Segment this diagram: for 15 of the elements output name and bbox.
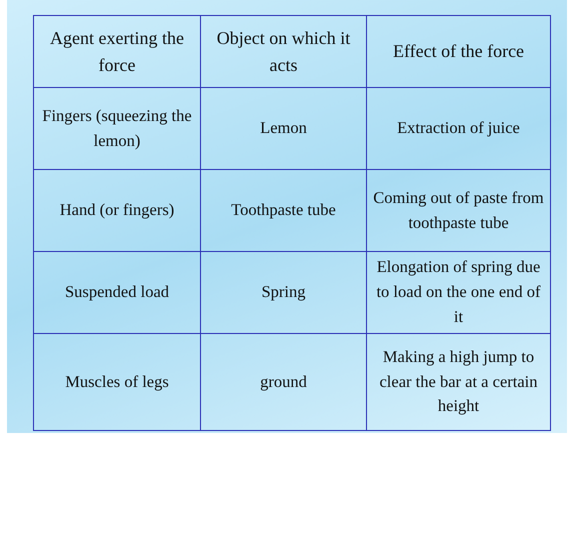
table-text: Lemon bbox=[260, 117, 307, 140]
column-header: Agent exerting the force bbox=[49, 26, 185, 76]
table-text: Making a high jump to clear the bar at a certain height bbox=[378, 346, 538, 418]
table-text: Muscles of legs bbox=[65, 370, 169, 393]
table-text: Fingers (squeezing the lemon) bbox=[41, 104, 193, 152]
column-header: Effect of the force bbox=[392, 40, 524, 63]
table-text: Coming out of paste from toothpaste tube bbox=[372, 186, 545, 234]
table-text: Suspended load bbox=[64, 281, 170, 304]
column-header: Object on which it acts bbox=[216, 26, 352, 76]
table-text: Elongation of spring due to load on the one end of it bbox=[375, 256, 542, 328]
table-text: Toothpaste tube bbox=[231, 199, 336, 222]
table-text: Spring bbox=[261, 281, 306, 304]
table-text: Extraction of juice bbox=[397, 117, 520, 140]
table-text: Hand (or fingers) bbox=[60, 199, 174, 222]
table-text: ground bbox=[260, 370, 307, 393]
